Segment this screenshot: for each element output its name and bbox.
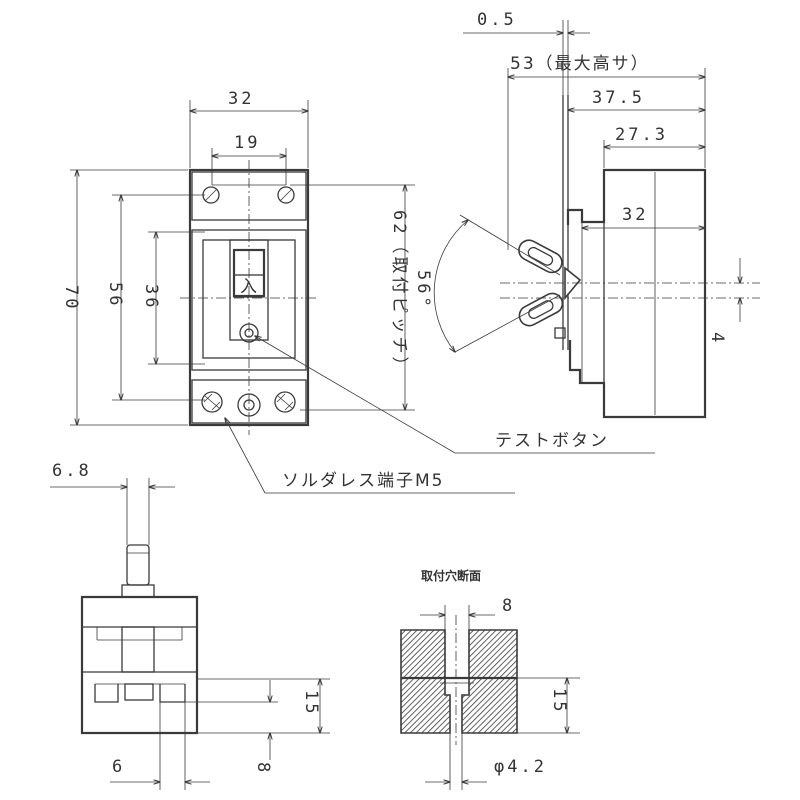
- dim-56-deg: 56°: [413, 270, 433, 310]
- side-dimensions: 0.5 53（最大高サ） 37.5 27.3 32 56° 4: [413, 10, 740, 352]
- leaders: テストボタン ソルダレス端子M5: [225, 336, 655, 494]
- dim-15-bottom: 15: [301, 690, 321, 716]
- top-right-screw: [277, 186, 295, 204]
- dim-53-max: 53（最大高サ）: [510, 54, 650, 74]
- bottom-body: [80, 595, 199, 735]
- dim-15-hole: 15: [549, 688, 569, 714]
- dim-6: 6: [112, 757, 125, 777]
- toggle-mark: 入: [240, 277, 259, 297]
- dim-8-hole: 8: [502, 596, 515, 616]
- label-mounting-hole-section: 取付穴断面: [421, 568, 481, 583]
- dim-62-pitch: 62（取付ピッチ）: [389, 210, 409, 376]
- handle-up: [518, 239, 563, 274]
- dim-32-width: 32: [228, 89, 254, 109]
- dim-4: 4: [707, 332, 727, 345]
- bottom-view: [80, 544, 199, 735]
- front-dimensions: 32 19 70 56 36 62（取付ピッチ）: [61, 89, 415, 425]
- label-solderless-terminal: ソルダレス端子M5: [282, 471, 444, 491]
- dim-phi-4-2: φ4.2: [494, 757, 547, 777]
- dim-56: 56: [105, 282, 125, 308]
- dim-27-3: 27.3: [615, 125, 668, 145]
- dim-37-5: 37.5: [592, 88, 645, 108]
- dim-70: 70: [61, 285, 81, 311]
- hole-dimensions: 8 15 φ4.2: [420, 596, 580, 790]
- bottom-right-terminal: [274, 391, 296, 413]
- bottom-left-terminal: [201, 391, 223, 413]
- dim-36: 36: [141, 284, 161, 310]
- side-body: [566, 168, 707, 419]
- dim-6-8: 6.8: [52, 461, 92, 481]
- dim-32-side: 32: [622, 205, 648, 225]
- front-face: [191, 229, 307, 371]
- dim-0-5: 0.5: [477, 10, 517, 30]
- section-left: [400, 629, 451, 734]
- label-test-button: テストボタン: [495, 431, 609, 451]
- dim-19: 19: [234, 133, 260, 153]
- dim-8-bottom: 8: [253, 762, 273, 775]
- section-right: [461, 629, 518, 734]
- mounting-hole-section: 取付穴断面: [400, 568, 518, 745]
- bottom-dimensions: 6.8 6 15 8: [50, 461, 330, 790]
- front-view: 入: [180, 160, 318, 435]
- bottom-stem: [126, 544, 150, 586]
- side-view: [500, 95, 760, 419]
